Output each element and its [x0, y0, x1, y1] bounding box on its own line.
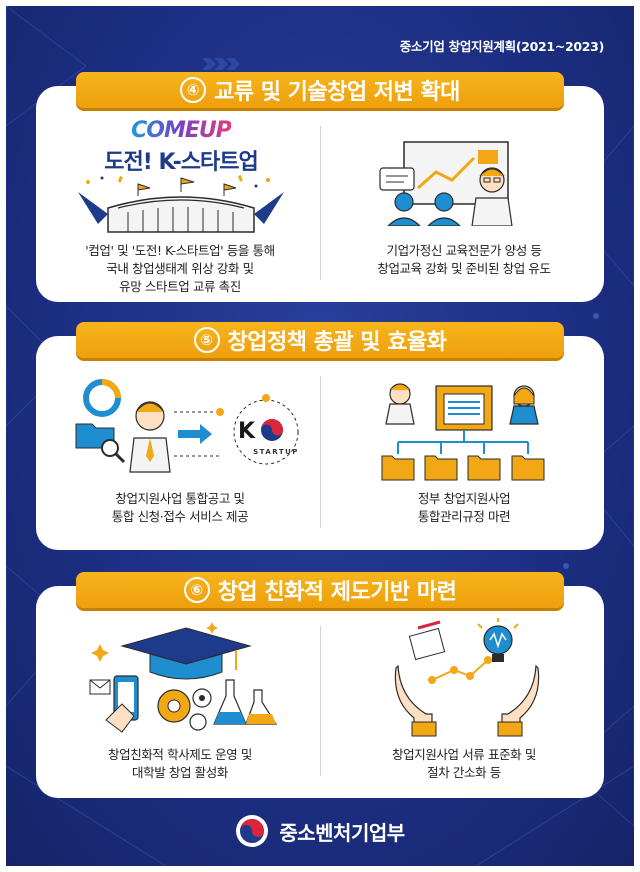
notepad-icon [408, 620, 446, 661]
education-illustration [379, 141, 513, 226]
integrated-service-illustration: K [75, 379, 299, 473]
folder-icon [381, 455, 545, 481]
speech-bubble-icon [379, 167, 415, 191]
poster: 중소기업 창업지원계획(2021~2023) ④ 교류 및 기술창업 저변 확대… [6, 6, 634, 866]
caption-university: 창업친화적 학사제도 운영 및 대학발 창업 활성화 [108, 747, 252, 780]
caption-comeup: '컴업' 및 '도전! K-스타트업' 등을 통해 국내 창업생태계 위상 강화… [85, 243, 275, 294]
startup-label: STARTUP [253, 448, 299, 456]
taegeuk-emblem-icon [236, 815, 269, 847]
gear-icon [157, 688, 212, 731]
plan-title: 중소기업 창업지원계획(2021~2023) [399, 39, 605, 54]
teacher-icon [471, 167, 513, 226]
student-icon [387, 192, 461, 226]
magnifier-icon [101, 439, 126, 464]
section-title: 창업정책 총괄 및 효율화 [227, 330, 447, 355]
caption-regulation: 정부 창업지원사업 통합관리규정 마련 [417, 491, 511, 524]
section-number: ④ [180, 77, 207, 103]
section-number: ⑤ [193, 327, 220, 353]
section-banner-4: ④ 교류 및 기술창업 저변 확대 [76, 72, 564, 108]
flask-icon [213, 679, 278, 725]
stadium-illustration [78, 174, 284, 233]
card-divider [320, 376, 321, 528]
hierarchy-lines [397, 430, 529, 454]
card-divider [320, 626, 321, 776]
regulation-illustration [381, 383, 545, 481]
svg-text:K: K [238, 419, 256, 444]
phone-icon [105, 675, 139, 733]
section-banner-6: ⑥ 창업 친화적 제도기반 마련 [76, 572, 564, 608]
k-startup-title: 도전! K-스타트업 [104, 150, 258, 175]
comeup-logo: COMEUP [131, 118, 232, 143]
confetti-icon [78, 174, 284, 224]
person-icon [129, 401, 171, 473]
section-title: 창업 친화적 제도기반 마련 [217, 580, 457, 605]
document-icon [435, 385, 493, 431]
section-number: ⑥ [183, 577, 210, 603]
caption-simplification: 창업지원사업 서류 표준화 및 절차 간소화 등 [392, 747, 536, 780]
progress-line-icon [428, 656, 492, 684]
section-banner-5: ⑤ 창업정책 총괄 및 효율화 [76, 322, 564, 358]
footer: 중소벤처기업부 [6, 814, 634, 848]
hands-icon [394, 664, 540, 737]
connection-lines [174, 411, 220, 457]
card-divider [320, 126, 321, 280]
university-illustration [89, 622, 278, 733]
lightbulb-icon [477, 618, 519, 662]
mail-icon [89, 679, 111, 695]
section-title: 교류 및 기술창업 저변 확대 [214, 80, 460, 105]
caption-education: 기업가정신 교육전문가 양성 등 창업교육 강화 및 준비된 창업 유도 [377, 243, 551, 276]
section-card-4 [36, 86, 604, 302]
arrow-right-icon [178, 424, 212, 444]
caption-integrated-service: 창업지원사업 통합공고 및 통합 신청·접수 서비스 제공 [111, 491, 249, 524]
sparkle-icon [91, 622, 218, 662]
k-startup-logo-icon: K [216, 394, 299, 465]
person-icon [385, 383, 539, 425]
ministry-name: 중소벤처기업부 [279, 820, 405, 845]
stadium-icon [107, 177, 255, 233]
graduation-cap-icon [120, 627, 252, 680]
pie-chart-icon [83, 379, 121, 417]
simplification-illustration [394, 618, 540, 737]
